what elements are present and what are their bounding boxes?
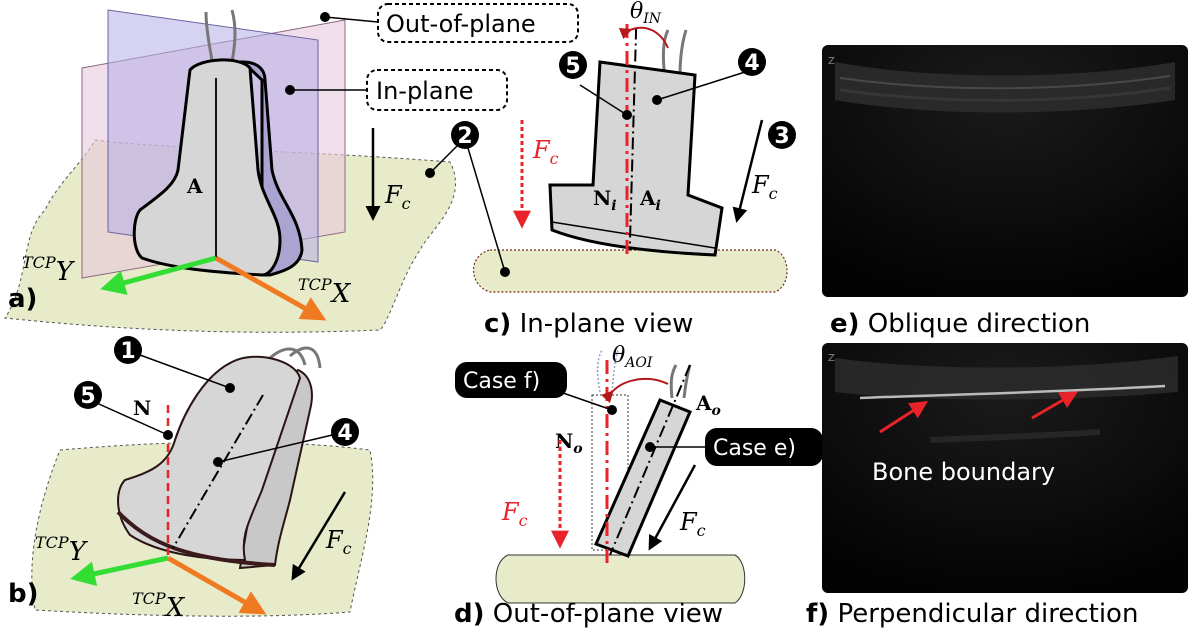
svg-text:2: 2 [457,124,472,149]
panel-d-red-force-label: Fc [501,498,528,530]
panel-c-probe-axis [628,27,638,251]
panel-a-probe-cable [204,9,237,66]
panel-a-tcp-y-label: TCPY [22,253,76,287]
panel-c-marker-2 [451,121,479,149]
panel-a-tcp-x-label: TCPX [298,275,352,309]
panel-d-contact-surface [495,554,746,604]
out-of-plane-callout: Out-of-plane [320,3,579,43]
panel-a-probe-front [132,58,282,277]
panel-b-tcp-x-arrow [166,555,267,615]
panel-f-bone-line [859,384,1166,400]
svg-text:5: 5 [565,54,580,79]
panel-d: θAOI No Ao Fc Fc Case f) Case e) d) Out-… [454,343,823,629]
svg-text:3: 3 [774,124,789,149]
out-of-plane-label: Out-of-plane [386,10,536,38]
panel-b-marker-1 [114,336,142,364]
panel-a-axis-label: A [186,174,203,198]
svg-text:Z: Z [828,56,835,67]
panel-a-tcp-y-arrow [100,255,217,295]
panel-d-caption: d) Out-of-plane view [454,599,723,629]
bone-arrow-right [1031,391,1079,420]
panel-e-tissue-band [835,62,1175,113]
panel-c-caption: c) In-plane view [484,309,693,339]
svg-text:5: 5 [80,384,95,409]
case-e-label: Case e) [713,436,796,461]
in-plane-callout: In-plane [285,69,508,111]
panel-d-cable-ghost [596,349,619,393]
bone-boundary-label: Bone boundary [872,458,1055,486]
panel-e-caption: e) Oblique direction [830,309,1090,339]
panel-d-angle-label: θAOI [612,343,653,371]
panel-c-axis-label: Ai [639,186,661,214]
panel-b-probe-cable [269,346,322,369]
panel-c-angle-label: θIN [630,0,662,27]
case-e-badge [705,428,823,466]
panel-b-marker-5 [74,381,102,409]
panel-b-tcp-y-label: TCPY [35,533,89,567]
panel-c: θIN Ni Ai Fc Fc 5 4 3 2 c) In-plane view [425,0,796,339]
panel-d-probe-axis [609,364,691,556]
svg-text:4: 4 [744,51,759,76]
panel-c-force-label: Fc [751,171,778,203]
panel-f: Z Bone boundary f) Perpendicular directi… [806,343,1188,629]
panel-b-normal-label: N [133,396,151,420]
panel-b-marker-4 [331,418,359,446]
case-f-label: Case f) [463,369,540,394]
panel-b-force-arrow [291,491,347,581]
panel-d-probe [593,398,692,558]
panel-d-angle-arc [601,377,669,404]
panel-b-tcp-y-arrow [70,555,169,587]
panel-b-probe-side [238,368,313,570]
panel-b-tag: b) [8,579,39,609]
panel-e: Z e) Oblique direction [822,45,1188,339]
panel-d-force-arrow [648,464,697,551]
panel-d-axis-label: Ao [695,391,721,419]
panel-c-red-force-label: Fc [532,136,559,168]
panel-c-marker-5 [559,51,587,79]
svg-text:Z: Z [828,353,835,364]
panel-b-probe-front [117,355,302,562]
case-f-badge [455,362,567,398]
panel-f-caption: f) Perpendicular direction [806,599,1138,629]
svg-text:4: 4 [337,421,352,446]
panel-b-tcp-x-label: TCPX [132,589,186,623]
panel-a-tcp-x-arrow [214,255,327,321]
svg-text:1: 1 [120,339,135,364]
panel-c-force-arrow [732,119,764,223]
panel-a-force-label: Fc [384,181,411,213]
panel-b: N Fc TCPY TCPX 1 5 4 b) [8,336,374,623]
panel-c-marker-3 [768,121,796,149]
panel-c-contact-surface [473,249,788,293]
panel-b-probe-axis [172,394,264,549]
panel-b-probe-base [116,510,276,567]
panel-a-tag: a) [8,284,37,314]
panel-c-angle-arc [618,26,669,49]
panel-c-normal-label: Ni [593,186,617,214]
panel-c-marker-4 [738,48,766,76]
bone-arrow-left [879,401,929,434]
panel-b-force-label: Fc [325,526,352,558]
panel-d-force-label: Fc [679,508,706,540]
panel-a: A Fc TCPY TCPX Out-of-plane In-plane a) [4,3,579,333]
panel-a-probe-side [239,60,304,277]
in-plane-label: In-plane [376,77,474,105]
